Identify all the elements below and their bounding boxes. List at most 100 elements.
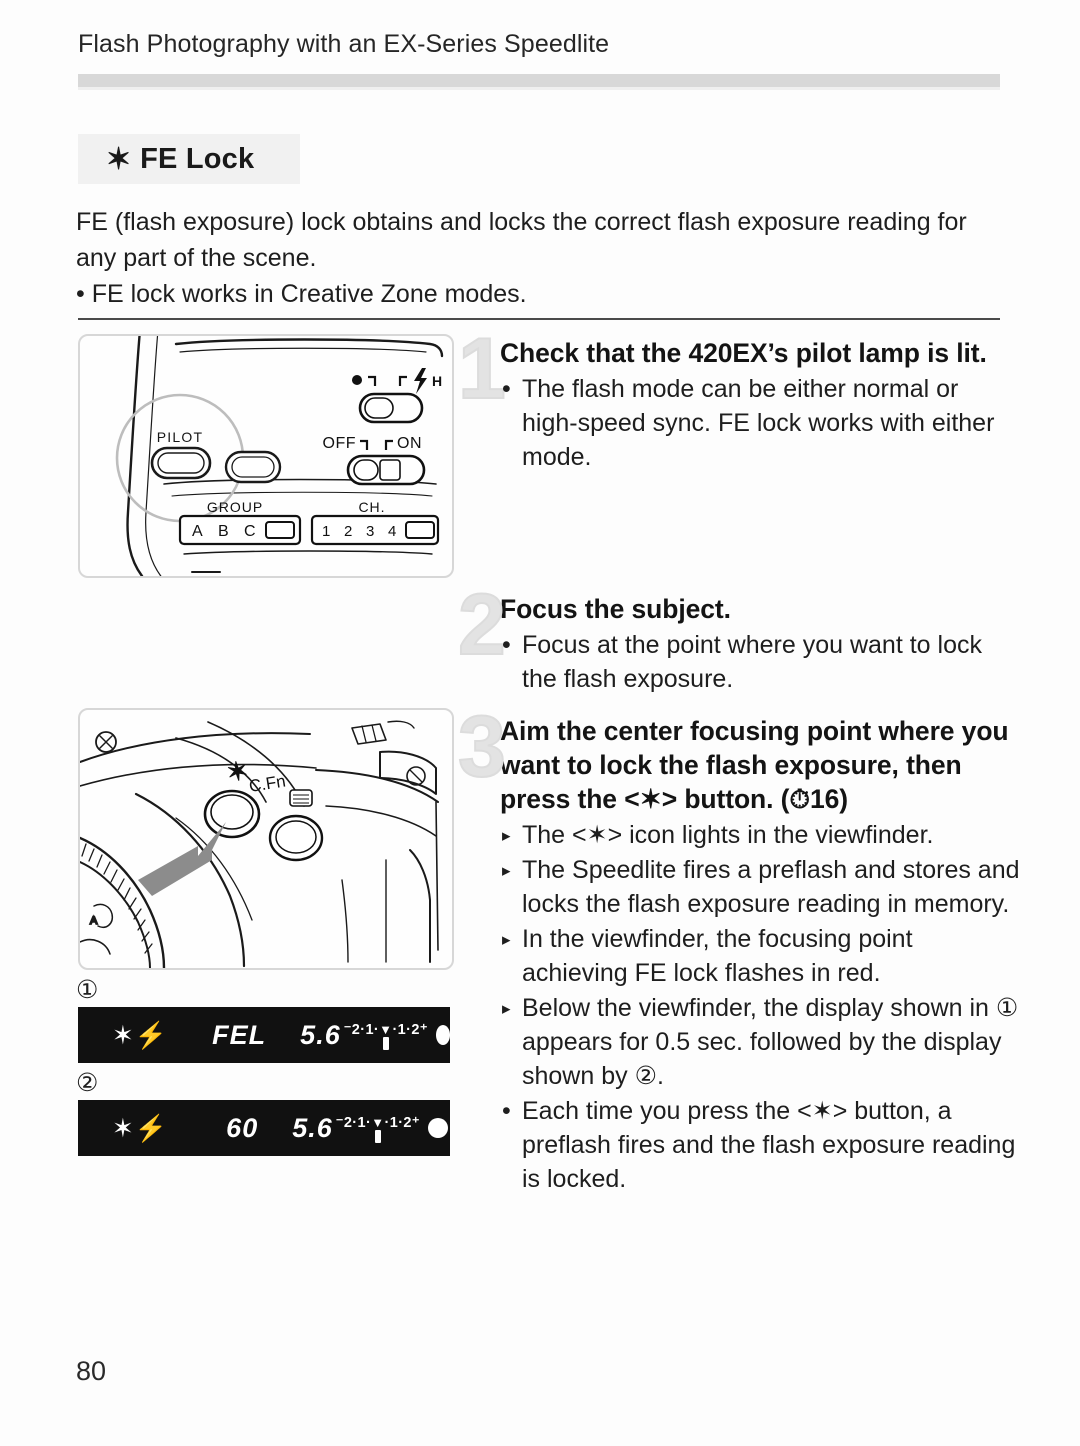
scale-right: ·1·2⁺ [392,1022,428,1038]
channel-option-1: 1 [322,523,330,540]
bullet-marker: ▸ [502,999,511,1018]
scale-center-marker: ▼ [371,1115,385,1130]
list-item: ▸ Below the viewfinder, the display shown… [500,991,1020,1093]
bullet-text-before: The < [522,821,587,849]
display-2-star-bolt: ✶⚡ [112,1113,168,1144]
step-3-heading-part3: ) [839,784,848,814]
sync-mode-switch: H [352,368,442,424]
star-icon: ✶ [112,1019,135,1050]
camera-top-plate-illustration: A ✶ C.Fn [78,708,454,970]
list-item: ▸The <✶> icon lights in the viewfinder. [500,818,1020,852]
step-3-heading-part1: Aim the center focusing point where you … [500,716,1009,814]
speedlite-drawing: PILOT H OFF [115,336,444,576]
bullet-marker: ▸ [502,930,511,949]
step-2-bullets: • Focus at the point where you want to l… [500,628,1020,696]
step-1-bullets: • The flash mode can be either normal or… [500,372,1020,474]
exposure-index-mark [382,1037,389,1050]
bullet-marker: • [502,375,511,403]
bullet-marker: ▸ [502,826,511,845]
group-selector: GROUP A B C [178,499,302,546]
viewfinder-display-2: ✶⚡ 60 5.6 ⁻2·1·▼·1·2⁺ [78,1100,450,1156]
page-reference: 16 [809,784,840,814]
display-2-shutter-speed: 60 [226,1112,259,1143]
display-1-label: ① [76,976,99,1004]
header-rule [78,74,1000,90]
bullet-text-after: > button, a preflash fires and the flash… [522,1097,1016,1193]
bullet-text-after: . [656,1062,664,1090]
display-2-label: ② [76,1069,99,1097]
bullet-text: The flash mode can be either normal or h… [522,375,995,471]
flash-bolt-icon: ⚡ [134,1019,169,1050]
speedlite-control-panel-illustration: PILOT H OFF [78,334,454,578]
step-2-number: 2 [457,577,507,673]
list-item: ▸ In the viewfinder, the focusing point … [500,922,1020,990]
bullet-marker: • [502,1097,511,1125]
channel-option-4: 4 [388,523,396,540]
scale-center-marker: ▼ [379,1022,393,1037]
star-icon: ✶ [586,821,608,849]
power-switch: OFF ON [323,435,426,486]
display-1-exposure-scale: ⁻2·1·▼·1·2⁺ [344,1015,428,1055]
section-title-text: FE Lock [140,142,255,175]
list-item: • Focus at the point where you want to l… [500,628,1020,696]
channel-label: CH. [358,499,385,515]
exposure-scale-text: ⁻2·1·▼·1·2⁺ [344,1022,428,1038]
step-3: 3 Aim the center focusing point where yo… [457,703,1020,1196]
step-2: 2 Focus the subject. • Focus at the poin… [457,581,1020,696]
scale-left: ⁻2·1· [335,1115,372,1131]
bullet-text-before: Each time you press the < [522,1097,812,1125]
list-item: • The flash mode can be either normal or… [500,372,1020,474]
high-speed-sync-bolt-icon [414,368,427,394]
display-1-confirmation-dot [435,1025,450,1045]
exposure-scale-text: ⁻2·1·▼·1·2⁺ [336,1115,420,1131]
timer-icon: ⏱ [789,784,810,814]
secondary-button [224,450,282,484]
step-3-bullets: ▸The <✶> icon lights in the viewfinder. … [500,818,1020,1196]
group-option-a: A [192,523,203,540]
section-divider [78,318,1000,320]
star-icon: ✶ [224,755,250,788]
exposure-index-mark [374,1130,381,1143]
scale-right: ·1·2⁺ [384,1115,420,1131]
intro-paragraph: FE (flash exposure) lock obtains and loc… [76,208,967,272]
display-2-aperture: 5.6 [292,1112,333,1143]
bullet-text: Focus at the point where you want to loc… [522,631,982,693]
step-3-number: 3 [457,699,507,795]
display-1-main-value: FEL [212,1019,267,1050]
flash-bolt-icon: ⚡ [134,1112,169,1143]
viewfinder-display-1: ✶⚡ FEL 5.6 ⁻2·1·▼·1·2⁺ [78,1007,450,1063]
channel-selector: CH. 1 2 3 4 [310,499,440,546]
high-speed-sync-h-label: H [432,373,442,389]
bullet-text-before: Below the viewfinder, the display shown … [522,994,996,1022]
power-on-label: ON [397,435,422,452]
channel-option-2: 2 [344,523,352,540]
star-icon: ✶ [811,1097,833,1125]
bullet-text: The Speedlite fires a preflash and store… [522,856,1020,918]
display-1-aperture: 5.6 [300,1019,341,1050]
svg-text:A: A [90,915,98,927]
intro-bullet: • FE lock works in Creative Zone modes. [76,280,527,308]
bullet-marker: ▸ [502,861,511,880]
group-label: GROUP [207,499,263,515]
display-2-confirmation-dot [427,1118,448,1138]
pilot-button [150,446,212,480]
display-1-star-bolt: ✶⚡ [112,1020,168,1051]
step-1-heading: Check that the 420EX’s pilot lamp is lit… [500,338,987,368]
display-2-reference: ② [634,1062,657,1090]
fe-lock-star-icon: ✶ [106,143,132,176]
step-1-number: 1 [457,321,507,417]
intro-block: FE (flash exposure) lock obtains and loc… [76,204,976,312]
fe-lock-button [203,789,261,839]
star-cfn-button-label: ✶ C.Fn [224,755,313,807]
step-1: 1 Check that the 420EX’s pilot lamp is l… [457,325,1020,474]
bullet-text: In the viewfinder, the focusing point ac… [522,925,913,987]
list-item: ▸ The Speedlite fires a preflash and sto… [500,853,1020,921]
power-off-label: OFF [323,435,357,452]
pointer-arrow-icon [138,822,226,896]
star-icon: ✶ [639,784,662,814]
channel-option-3: 3 [366,523,374,540]
step-3-heading: Aim the center focusing point where you … [500,714,1020,816]
normal-sync-dot-icon [352,375,362,385]
bullet-marker: • [502,631,511,659]
